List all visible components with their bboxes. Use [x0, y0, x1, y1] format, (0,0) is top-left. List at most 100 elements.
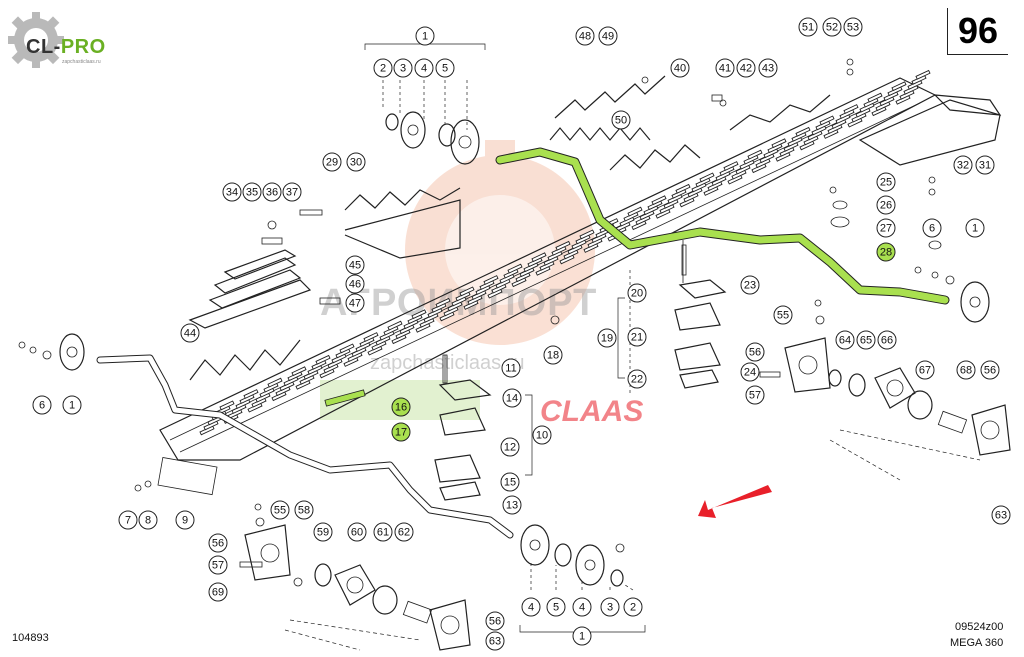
- callout-number: 57: [212, 560, 224, 572]
- callout-number: 67: [919, 365, 931, 377]
- drawing-code: 09524z00: [955, 621, 1004, 633]
- callout-number: 46: [349, 279, 361, 291]
- sieve-slat: [363, 332, 379, 342]
- callout-number: 37: [286, 187, 298, 199]
- callout-number: 24: [744, 367, 756, 379]
- callout-circle: [876, 195, 896, 215]
- callout-circle: [208, 555, 228, 575]
- callout-circle: [393, 58, 413, 78]
- callout-number: 5: [553, 602, 559, 614]
- callout-number: 14: [506, 393, 518, 405]
- callout-circle: [485, 631, 505, 651]
- callout-circle: [414, 58, 434, 78]
- callout-number: 3: [607, 602, 613, 614]
- callout-number: 41: [719, 63, 731, 75]
- callout-circle: [627, 369, 647, 389]
- callout-circle: [208, 582, 228, 602]
- callout-number: 16: [395, 402, 407, 414]
- sieve-slat: [771, 138, 787, 149]
- callout-number: 29: [326, 157, 338, 169]
- callout-circle: [118, 510, 138, 530]
- callout-circle: [597, 328, 617, 348]
- callout-number: 56: [984, 365, 996, 377]
- callout-circle: [502, 388, 522, 408]
- callout-number: 47: [349, 298, 361, 310]
- callout-circle: [373, 522, 393, 542]
- callout-number: 61: [377, 527, 389, 539]
- callout-number: 51: [802, 22, 814, 34]
- callout-circle: [575, 26, 595, 46]
- callout-circle: [740, 275, 760, 295]
- callout-circle: [62, 395, 82, 415]
- callout-circle: [876, 172, 896, 192]
- callout-circle: [822, 17, 842, 37]
- callout-circle: [175, 510, 195, 530]
- bearing-discs: [59, 111, 990, 615]
- sieve-slat: [723, 161, 739, 171]
- callout-number: 18: [547, 350, 559, 362]
- callout-circle: [501, 358, 521, 378]
- sieve-slat: [507, 263, 523, 274]
- callout-circle: [835, 330, 855, 350]
- callout-number: 12: [504, 442, 516, 454]
- serrated-strips: [189, 75, 831, 381]
- callout-circle: [391, 422, 411, 442]
- callout-circle: [546, 597, 566, 617]
- flange-parts: [244, 337, 1011, 651]
- callout-circle: [415, 26, 435, 46]
- callout-circle: [572, 597, 592, 617]
- callout-number: 9: [182, 515, 188, 527]
- sieve-slat: [747, 149, 763, 160]
- sieve-slat: [315, 354, 331, 365]
- callout-circle: [532, 425, 552, 445]
- sieve-slat: [411, 309, 427, 320]
- sieve-slat: [435, 297, 451, 308]
- callout-number: 1: [579, 631, 585, 643]
- callout-circle: [345, 274, 365, 294]
- callout-number: 1: [69, 400, 75, 412]
- callout-number: 62: [398, 527, 410, 539]
- callout-number: 56: [749, 347, 761, 359]
- callout-number: 44: [184, 328, 196, 340]
- callout-circle: [600, 597, 620, 617]
- fasteners: [18, 58, 968, 624]
- callout-number: 23: [744, 280, 756, 292]
- callout-circle: [965, 218, 985, 238]
- shaft-lower: [96, 354, 514, 539]
- callout-number: 45: [349, 260, 361, 272]
- logo-wordmark: CL-PRO: [26, 36, 106, 58]
- sieve-slat: [339, 343, 355, 354]
- callout-number: 2: [380, 63, 386, 75]
- callout-number: 63: [995, 510, 1007, 522]
- callout-number: 7: [125, 515, 131, 527]
- callout-circle: [138, 510, 158, 530]
- callout-circle: [745, 342, 765, 362]
- callout-circle: [745, 385, 765, 405]
- callout-circle: [922, 218, 942, 238]
- callout-number: 59: [317, 527, 329, 539]
- sieve-slat: [891, 81, 907, 92]
- callout-number: 8: [145, 515, 151, 527]
- callout-circle: [736, 58, 756, 78]
- callout-number: 43: [762, 63, 774, 75]
- callout-circle: [623, 597, 643, 617]
- sieve-slat: [459, 286, 475, 297]
- callout-circle: [572, 626, 592, 646]
- sieve-slat: [819, 115, 835, 126]
- callout-circle: [758, 58, 778, 78]
- callout-number: 68: [960, 365, 972, 377]
- callout-circle: [877, 330, 897, 350]
- sieve-slat: [555, 240, 571, 251]
- callout-circle: [294, 500, 314, 520]
- callout-number: 53: [847, 22, 859, 34]
- callout-number: 10: [536, 430, 548, 442]
- callout-number: 4: [579, 602, 585, 614]
- callout-number: 57: [749, 390, 761, 402]
- callout-number: 48: [579, 31, 591, 43]
- callout-circle: [270, 500, 290, 520]
- callout-circle: [345, 255, 365, 275]
- callout-circle: [598, 26, 618, 46]
- callout-circle: [670, 58, 690, 78]
